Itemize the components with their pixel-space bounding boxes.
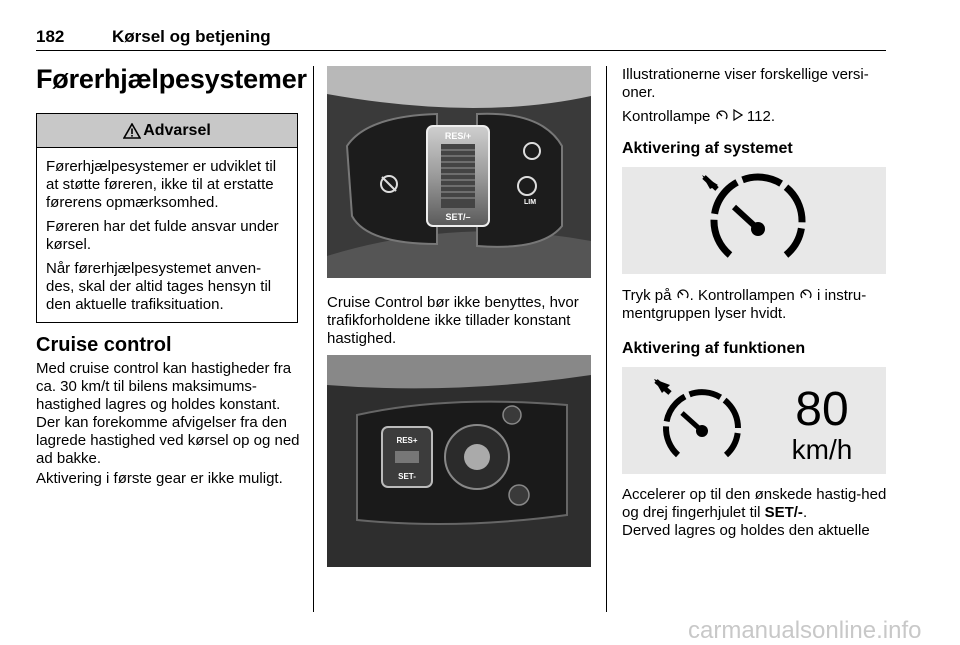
cruise-control-icon xyxy=(715,108,729,126)
warning-paragraph: Når førerhjælpesystemet anven-des, skal … xyxy=(46,260,272,313)
page-number: 182 xyxy=(36,27,65,46)
warning-header: Advarsel xyxy=(37,114,297,148)
reference-arrow-icon xyxy=(733,108,743,126)
warning-box: Advarsel Førerhjælpesystemer er udviklet… xyxy=(36,113,298,323)
set-minus-text: SET/- xyxy=(764,504,803,521)
speed-value: 80 xyxy=(795,383,848,436)
res-plus-label: RES+ xyxy=(396,436,417,445)
cruise-control-icon xyxy=(676,287,690,305)
control-lamp-reference: Kontrollampe 112. xyxy=(622,108,888,126)
activate-system-text: Tryk på . Kontrollampen i instru-mentgru… xyxy=(622,287,888,323)
period: . xyxy=(802,504,808,521)
speedometer-icon: 80 km/h xyxy=(654,379,853,465)
set-label: SET/– xyxy=(445,212,470,222)
control-lamp-text: . Kontrollampen xyxy=(689,287,795,304)
warning-triangle-icon xyxy=(123,122,142,139)
steering-wheel-photo-1: RES/+ SET/– LIM xyxy=(327,66,591,278)
press-text: Tryk på xyxy=(622,287,672,304)
set-minus-label: SET- xyxy=(398,472,416,481)
instrument-cluster-text: i instru-mentgruppen lyser hvidt. xyxy=(622,287,867,322)
activate-function-text: Accelerer op til den ønskede hastig-hed … xyxy=(622,486,888,540)
warning-title: Advarsel xyxy=(143,121,211,139)
stored-speed-text: Derved lagres og holdes den aktuelle xyxy=(622,522,870,539)
column-divider-1 xyxy=(313,66,314,612)
section-heading-cruise: Cruise control xyxy=(36,334,172,356)
res-label: RES/+ xyxy=(445,131,471,141)
cruise-icon-illustration xyxy=(622,167,886,274)
page-title: Førerhjælpesystemer xyxy=(36,64,307,94)
control-lamp-label: Kontrollampe xyxy=(622,108,711,125)
heading-activate-system: Aktivering af systemet xyxy=(622,140,793,157)
warning-paragraph: Føreren har det fulde ansvar under kørse… xyxy=(46,218,279,253)
steering-wheel-photo-2: RES+ SET- xyxy=(327,355,591,567)
cruise-caption: Cruise Control bør ikke benyttes, hvor t… xyxy=(327,294,579,347)
speed-set-illustration: 80 km/h xyxy=(622,367,886,474)
speed-unit: km/h xyxy=(792,434,853,465)
column-divider-2 xyxy=(606,66,607,612)
versions-note: Illustrationerne viser forskellige versi… xyxy=(622,66,869,101)
warning-paragraph: Førerhjælpesystemer er udviklet til at s… xyxy=(46,158,277,211)
warning-body: Førerhjælpesystemer er udviklet til at s… xyxy=(37,148,297,314)
cruise-paragraph-1: Med cruise control kan hastigheder fra c… xyxy=(36,360,300,467)
cruise-paragraph-2: Aktivering i første gear er ikke muligt. xyxy=(36,470,283,487)
cruise-control-icon xyxy=(799,287,813,305)
header-divider xyxy=(36,50,886,51)
heading-activate-function: Aktivering af funktionen xyxy=(622,340,806,357)
chapter-title: Kørsel og betjening xyxy=(112,27,271,46)
speedometer-icon xyxy=(702,173,806,258)
watermark: carmanualsonline.info xyxy=(688,617,922,644)
accelerate-text: Accelerer op til den ønskede hastig-hed … xyxy=(622,486,887,521)
lim-label: LIM xyxy=(524,199,536,206)
page-reference: 112. xyxy=(746,108,775,125)
